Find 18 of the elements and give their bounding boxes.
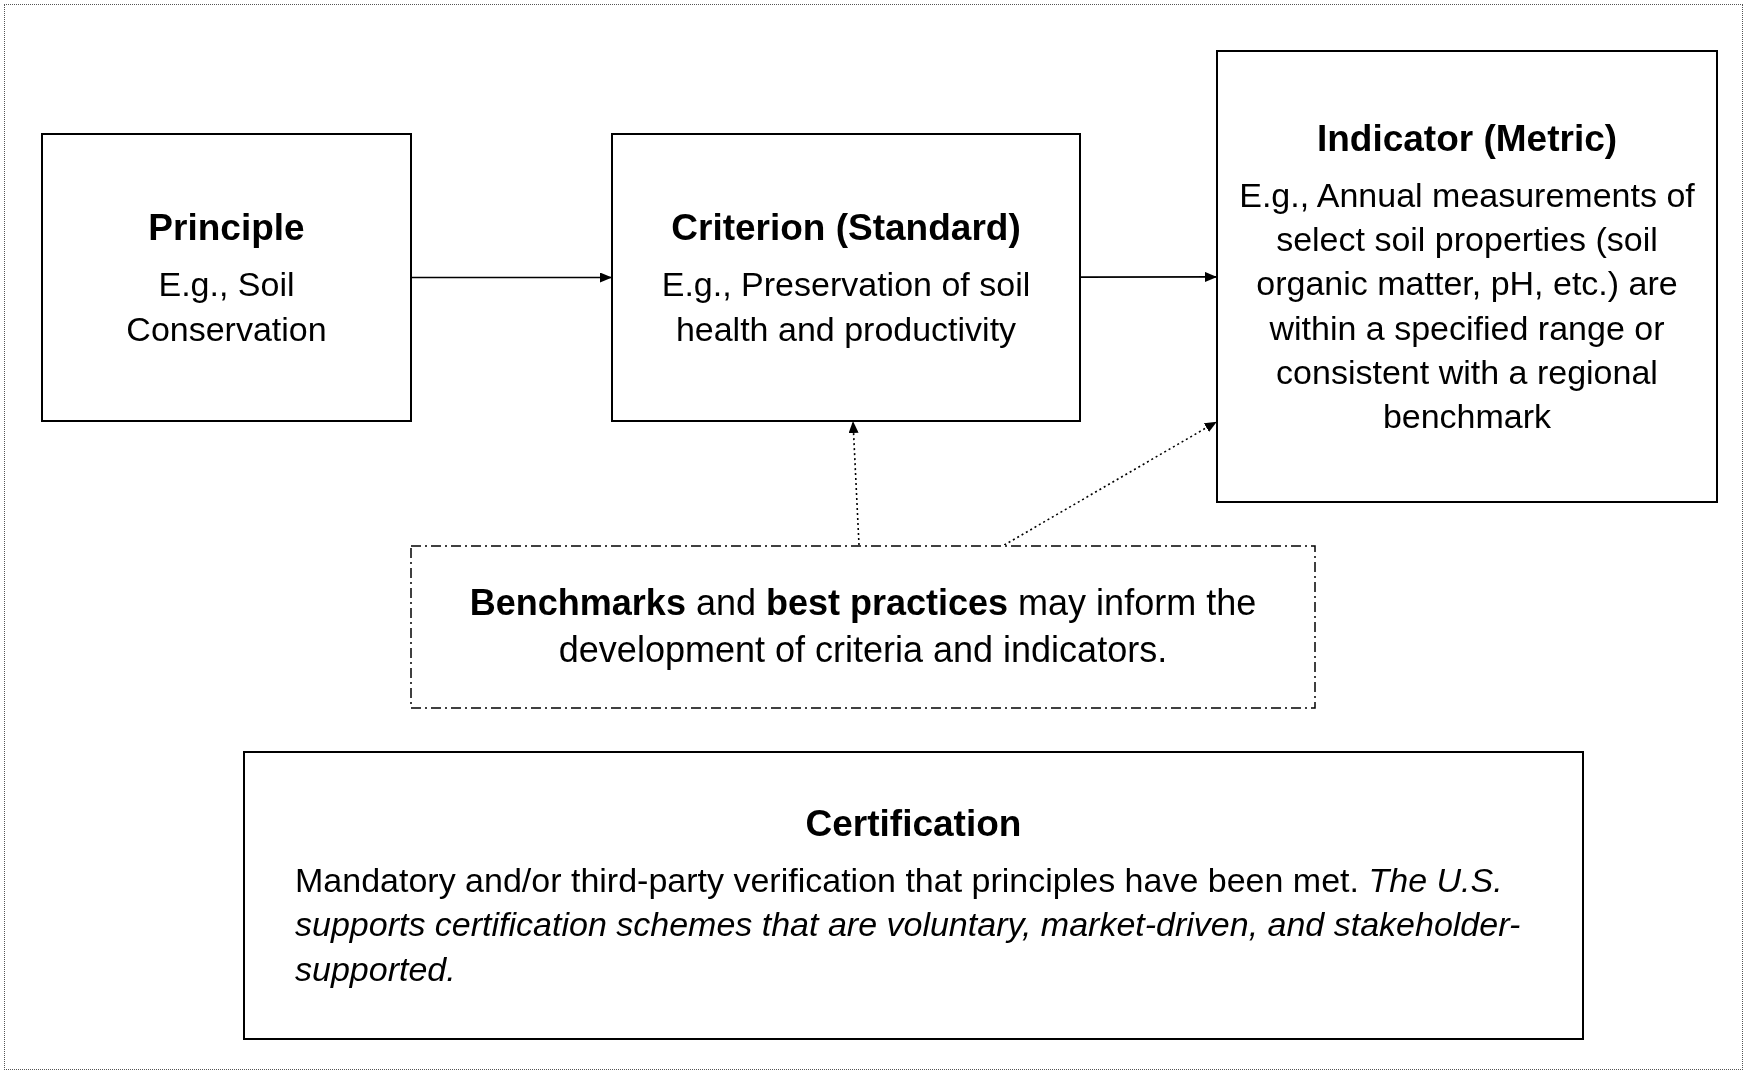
certification-box (243, 751, 1584, 1040)
box-text: E.g., Annual measurements of select soil properties (soil organic matter, pH, etc.) are within a specified range or consistent with a regional benchmark (1238, 175, 1696, 437)
box-text: E.g., Preservation of soil health and productivity (660, 264, 1032, 350)
box-heading: Criterion (Standard) (671, 206, 1021, 251)
box-text: Benchmarks and best practices may inform the development of criteria and indicators. (468, 581, 1258, 672)
principle-box (41, 133, 412, 422)
arrow (848, 421, 860, 546)
box-heading: Indicator (Metric) (1316, 116, 1618, 161)
box-heading: Certification (805, 802, 1022, 847)
arrow (1080, 271, 1217, 282)
indicator-box (1216, 50, 1718, 503)
box-text: E.g., Soil Conservation (125, 264, 328, 350)
arrow (411, 272, 612, 283)
criterion-box (611, 133, 1081, 422)
note-box (410, 545, 1316, 709)
arrow (1003, 421, 1217, 546)
box-text: Mandatory and/or third-party verification that principles have been met. The U.S. supports certification schemes that are voluntary, market-driven, and stakeholder-supported. (294, 860, 1522, 990)
box-heading: Principle (148, 206, 305, 251)
